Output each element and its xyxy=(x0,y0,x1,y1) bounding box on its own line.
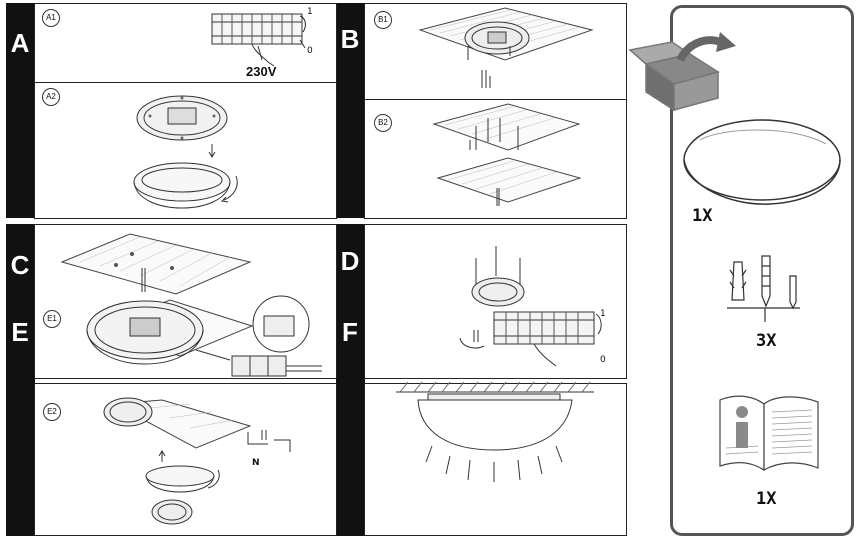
step-label-d: D xyxy=(340,246,360,276)
substep-e1: E1 xyxy=(43,310,61,328)
switch-off-label-f: 0 xyxy=(600,355,606,365)
manual-quantity: 1X xyxy=(756,489,777,509)
substep-a1: A1 xyxy=(42,9,60,27)
step-bar-d-f xyxy=(336,224,365,536)
substep-a2: A2 xyxy=(42,88,60,106)
substep-e2: E2 xyxy=(43,403,61,421)
neutral-label: N xyxy=(252,458,260,468)
voltage-label: 230V xyxy=(246,64,277,79)
switch-off-label-a: 0 xyxy=(307,46,313,56)
switch-on-label-a: 1 xyxy=(307,7,313,17)
substep-b2: B2 xyxy=(374,114,392,132)
step-label-c: C xyxy=(10,250,30,280)
step-label-e: E xyxy=(11,317,29,347)
step-bar-a-b xyxy=(6,3,35,218)
substep-b1: B1 xyxy=(374,11,392,29)
step-label-f: F xyxy=(342,317,358,347)
switch-on-label-f: 1 xyxy=(600,309,606,319)
step-label-b: B xyxy=(340,24,360,54)
step-label-a: A xyxy=(10,28,30,58)
step-bar-c-e xyxy=(6,224,35,536)
step-bar-b xyxy=(336,3,365,218)
lamp-quantity: 1X xyxy=(692,206,713,226)
screws-quantity: 3X xyxy=(756,331,777,351)
